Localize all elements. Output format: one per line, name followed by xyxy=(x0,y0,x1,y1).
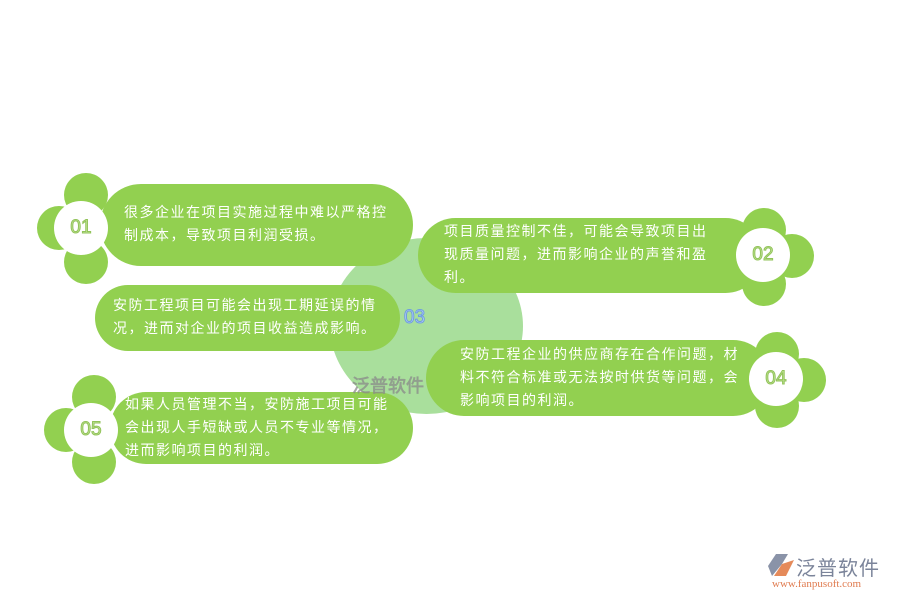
item-03-card: 安防工程项目可能会出现工期延误的情况，进而对企业的项目收益造成影响。 xyxy=(95,285,400,351)
item-03-text: 安防工程项目可能会出现工期延误的情况，进而对企业的项目收益造成影响。 xyxy=(113,298,377,337)
item-01-card: 很多企业在项目实施过程中难以严格控制成本，导致项目利润受损。 xyxy=(100,184,413,266)
item-02-number: 02 xyxy=(736,228,790,282)
item-02-card: 项目质量控制不佳，可能会导致项目出现质量问题，进而影响企业的声誉和盈利。 xyxy=(418,218,763,293)
item-04-text: 安防工程企业的供应商存在合作问题，材料不符合标准或无法按时供货等问题，会影响项目… xyxy=(460,346,739,409)
logo-url: www.fanpusoft.com xyxy=(772,578,862,590)
item-04-number: 04 xyxy=(749,352,803,406)
logo-name: 泛普软件 xyxy=(796,556,880,580)
center-label: 03 xyxy=(403,307,426,329)
watermark-text: 泛普软件 xyxy=(352,376,424,397)
item-01-text: 很多企业在项目实施过程中难以严格控制成本，导致项目利润受损。 xyxy=(124,205,388,244)
item-05-text: 如果人员管理不当，安防施工项目可能会出现人手短缺或人员不专业等情况，进而影响项目… xyxy=(125,396,389,459)
item-02-text: 项目质量控制不佳，可能会导致项目出现质量问题，进而影响企业的声誉和盈利。 xyxy=(444,224,708,286)
watermark: 泛普软件 xyxy=(352,372,424,398)
item-05-number: 05 xyxy=(64,403,118,457)
item-04-card: 安防工程企业的供应商存在合作问题，材料不符合标准或无法按时供货等问题，会影响项目… xyxy=(426,340,771,416)
item-05-card: 如果人员管理不当，安防施工项目可能会出现人手短缺或人员不专业等情况，进而影响项目… xyxy=(110,392,413,464)
item-01-number: 01 xyxy=(54,201,108,255)
logo: 泛普软件 www.fanpusoft.com xyxy=(766,552,896,592)
logo-mark-icon xyxy=(768,554,794,576)
